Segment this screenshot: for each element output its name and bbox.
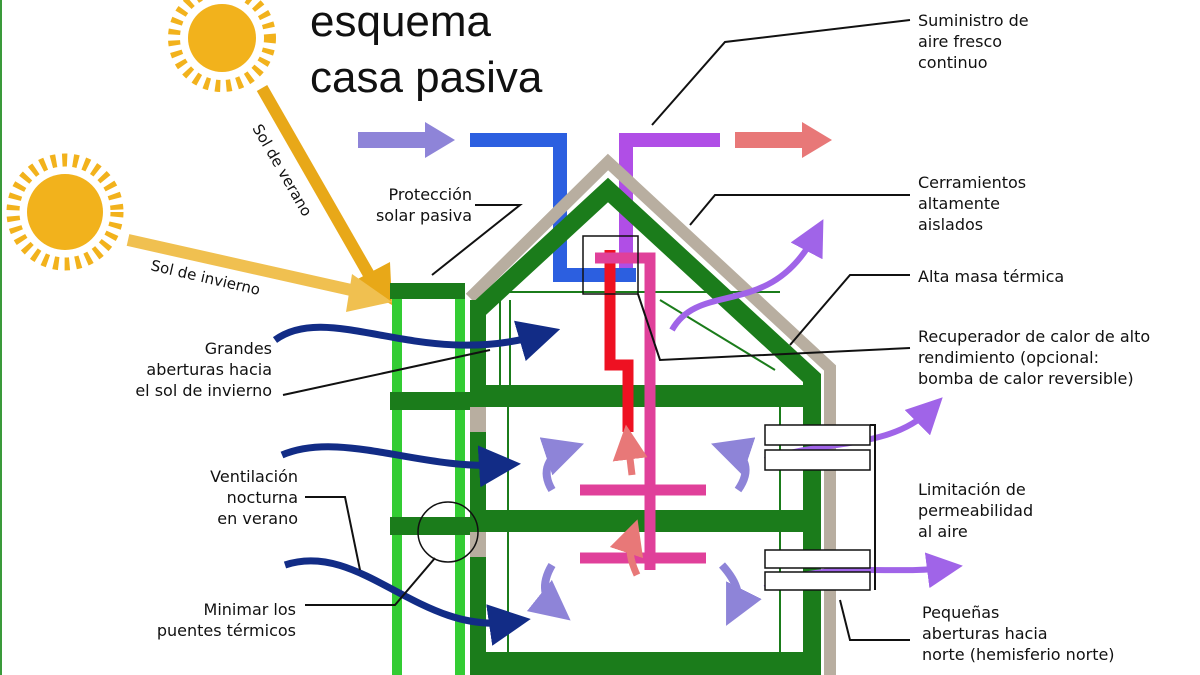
svg-text:aislados: aislados xyxy=(918,215,983,234)
indoor-air-arrows xyxy=(526,437,762,626)
winter-sun-ray xyxy=(126,234,392,312)
svg-text:Recuperador de calor de alto: Recuperador de calor de alto xyxy=(918,327,1150,346)
leader-lines xyxy=(282,19,911,641)
label-enclosure: Cerramientos altamente aislados xyxy=(918,173,1026,234)
svg-text:continuo: continuo xyxy=(918,53,988,72)
svg-text:Pequeñas: Pequeñas xyxy=(922,603,999,622)
label-shading: Protección solar pasiva xyxy=(376,185,472,225)
svg-text:puentes térmicos: puentes térmicos xyxy=(157,621,296,640)
label-mass: Alta masa térmica xyxy=(918,267,1064,286)
label-north: Pequeñas aberturas hacia norte (hemisfer… xyxy=(922,603,1115,664)
title-line-1: esquema xyxy=(310,0,492,46)
label-openings: Grandes aberturas hacia el sol de invier… xyxy=(135,339,272,400)
svg-text:Limitación de: Limitación de xyxy=(918,480,1026,499)
solar-shading-frame xyxy=(390,283,470,675)
label-thermal-bridges: Minimar los puentes térmicos xyxy=(157,600,296,640)
winter-sun-icon xyxy=(6,153,124,271)
exhaust-air-outlet-arrow xyxy=(735,122,832,158)
svg-text:norte (hemisferio norte): norte (hemisferio norte) xyxy=(922,645,1115,664)
north-windows xyxy=(764,424,871,591)
svg-text:aberturas hacia: aberturas hacia xyxy=(146,360,272,379)
svg-text:permeabilidad: permeabilidad xyxy=(918,501,1033,520)
svg-text:Minimar los: Minimar los xyxy=(204,600,296,619)
svg-text:aberturas hacia: aberturas hacia xyxy=(922,624,1048,643)
svg-text:altamente: altamente xyxy=(918,194,1000,213)
fresh-air-inlet-arrow xyxy=(358,122,455,158)
thermal-bridge-marker xyxy=(417,501,479,563)
heat-recovery-unit xyxy=(582,235,639,295)
warm-air-arrows xyxy=(609,424,648,577)
title-line-2: casa pasiva xyxy=(310,53,543,102)
summer-sun-ray xyxy=(256,85,392,305)
svg-text:Ventilación: Ventilación xyxy=(210,467,298,486)
svg-text:al aire: al aire xyxy=(918,522,968,541)
wind-arrows xyxy=(272,320,561,646)
svg-text:aire fresco: aire fresco xyxy=(918,32,1002,51)
hot-pipe-red xyxy=(604,250,634,432)
svg-text:el sol de invierno: el sol de invierno xyxy=(135,381,272,400)
svg-text:nocturna: nocturna xyxy=(227,488,298,507)
svg-text:rendimiento (opcional:: rendimiento (opcional: xyxy=(918,348,1099,367)
summer-sun-icon xyxy=(168,0,276,92)
label-airtight: Limitación de permeabilidad al aire xyxy=(918,480,1033,541)
exhaust-duct-purple xyxy=(619,133,720,268)
label-night-ventilation: Ventilación nocturna en verano xyxy=(210,467,298,528)
svg-text:en verano: en verano xyxy=(217,509,298,528)
label-recovery: Recuperador de calor de alto rendimiento… xyxy=(918,327,1150,388)
svg-text:Grandes: Grandes xyxy=(205,339,272,358)
svg-text:solar pasiva: solar pasiva xyxy=(376,206,472,225)
label-supply: Suministro de aire fresco continuo xyxy=(918,11,1029,72)
svg-text:bomba de calor reversible): bomba de calor reversible) xyxy=(918,369,1134,388)
svg-text:Cerramientos: Cerramientos xyxy=(918,173,1026,192)
svg-text:Protección: Protección xyxy=(389,185,472,204)
svg-text:Suministro de: Suministro de xyxy=(918,11,1029,30)
